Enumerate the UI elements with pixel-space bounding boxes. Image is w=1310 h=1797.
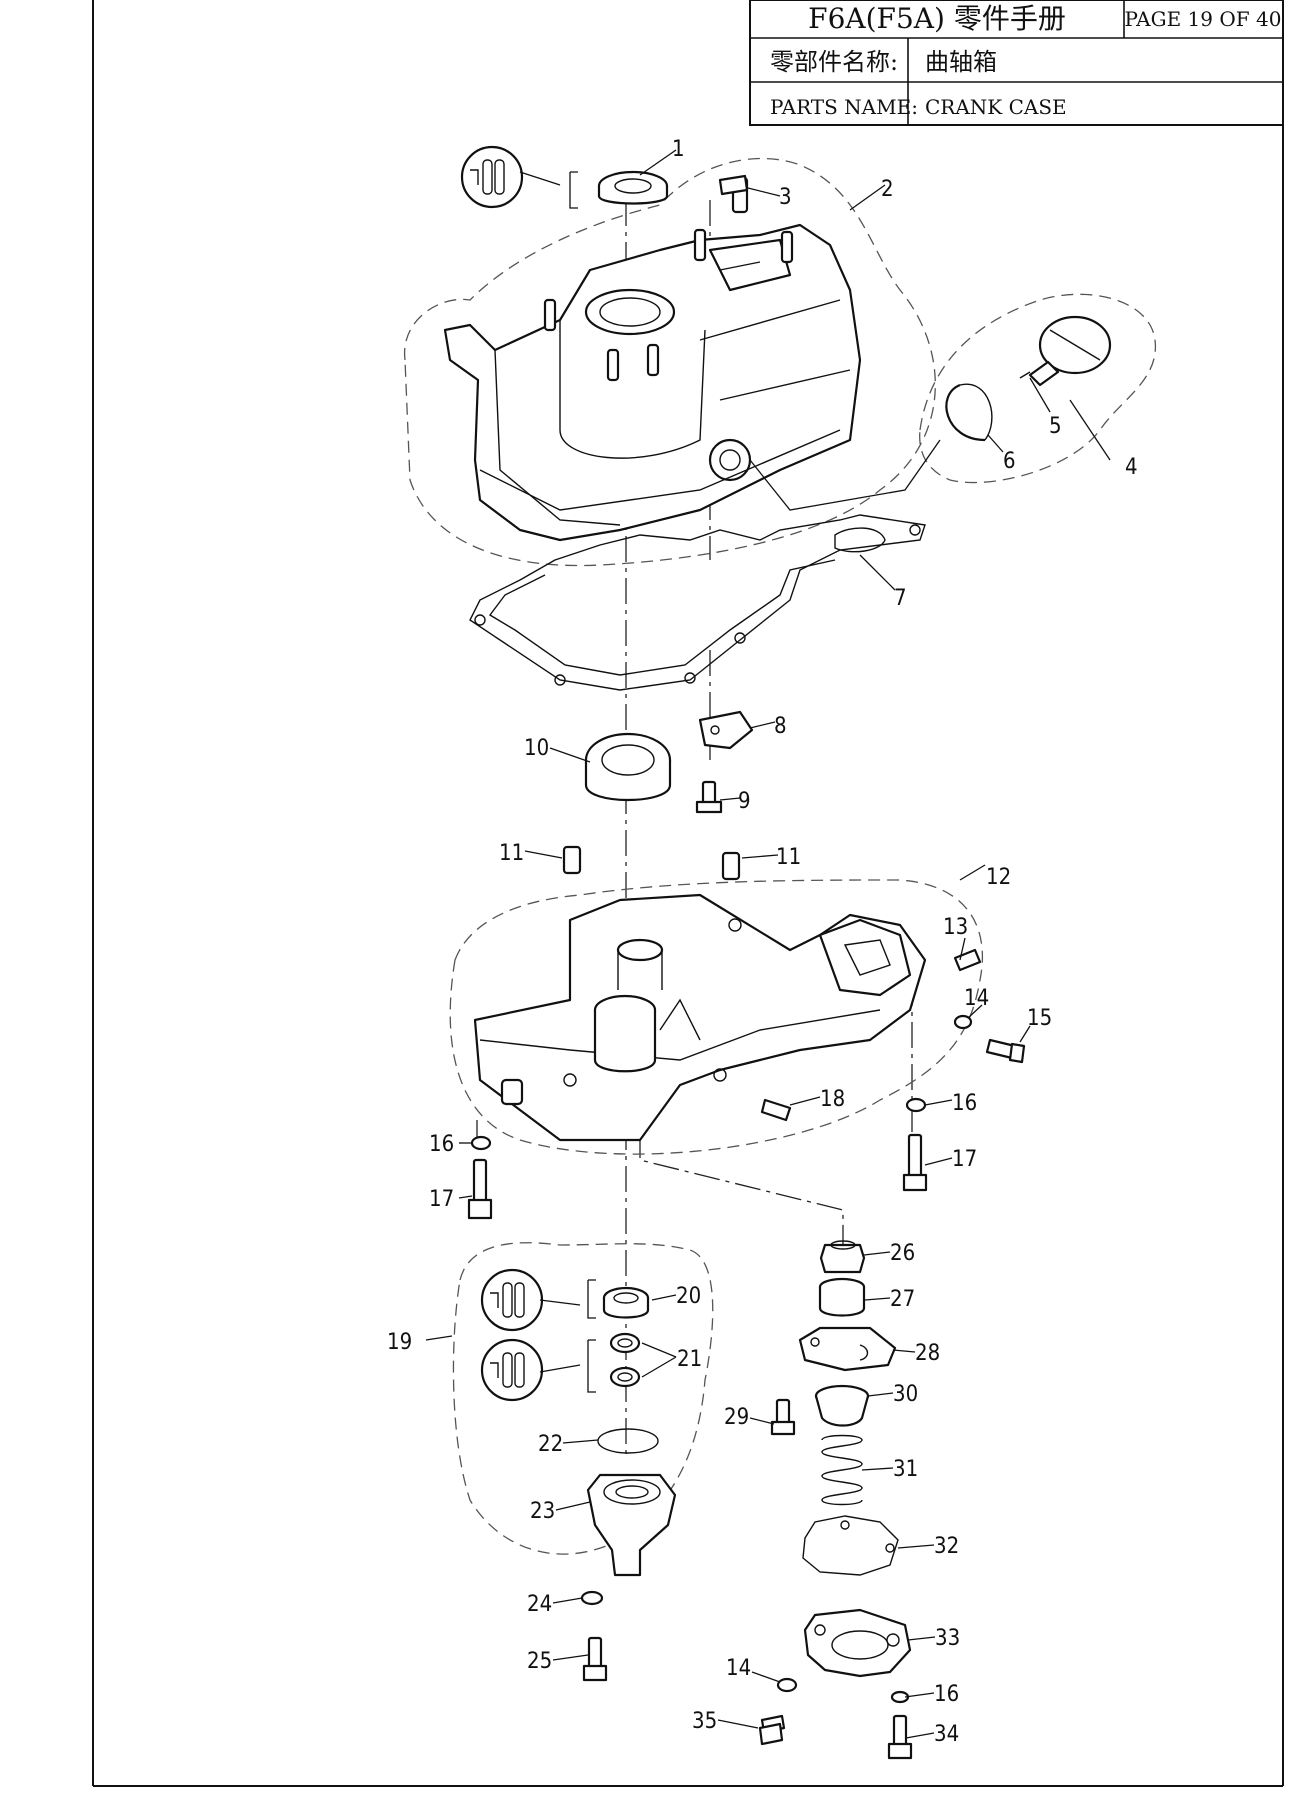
callout-8: 8 xyxy=(774,714,787,739)
callout-5: 5 xyxy=(1049,414,1062,439)
bolt-part-17-left xyxy=(467,1158,493,1220)
callout-33: 33 xyxy=(935,1626,960,1651)
bolt-part-35 xyxy=(758,1714,786,1746)
washer-part-24 xyxy=(580,1590,604,1606)
o-ring-part-6 xyxy=(945,383,993,442)
callout-19: 19 xyxy=(387,1330,412,1355)
callout-12: 12 xyxy=(986,865,1011,890)
plate-part-8 xyxy=(698,710,754,750)
callout-9: 9 xyxy=(738,789,751,814)
bolt-part-17-right xyxy=(902,1133,928,1192)
gasket-part-32 xyxy=(802,1515,899,1576)
housing-part-23 xyxy=(586,1473,677,1577)
callout-16-left: 16 xyxy=(429,1132,454,1157)
fitting-part-3 xyxy=(718,174,749,214)
seal-part-20 xyxy=(602,1286,650,1319)
callout-27: 27 xyxy=(890,1287,915,1312)
bearing-part-10 xyxy=(584,732,672,802)
assembly-outline-12 xyxy=(449,879,984,1155)
parts-name-value-cn: 曲轴箱 xyxy=(925,48,997,76)
sealant-detail-1 xyxy=(460,145,578,209)
manual-title: F6A(F5A) 零件手册 xyxy=(808,2,1066,35)
parts-name-value-en: CRANK CASE xyxy=(925,95,1067,119)
cap-part-30 xyxy=(814,1384,870,1427)
gasket-part-7 xyxy=(469,514,926,691)
spring-part-31 xyxy=(821,1434,863,1506)
washer-part-16-right xyxy=(905,1097,927,1113)
callout-23: 23 xyxy=(530,1499,555,1524)
oil-cap-part-5 xyxy=(1019,315,1112,387)
o-ring-part-22 xyxy=(597,1428,659,1454)
callout-22: 22 xyxy=(538,1432,563,1457)
callout-16-right: 16 xyxy=(952,1091,977,1116)
callout-11-right: 11 xyxy=(776,845,801,870)
dowel-pin-part-11-left xyxy=(562,845,582,875)
bolt-part-29 xyxy=(770,1398,796,1436)
callout-labels: 1 2 3 4 5 6 7 8 9 10 11 11 12 13 14 15 1… xyxy=(387,137,1138,1747)
callout-28: 28 xyxy=(915,1341,940,1366)
callout-6: 6 xyxy=(1003,449,1016,474)
callout-34: 34 xyxy=(934,1722,959,1747)
parts-name-label-cn: 零部件名称: xyxy=(770,48,898,76)
page-indicator: PAGE 19 OF 40 xyxy=(1125,7,1282,31)
title-block: F6A(F5A) 零件手册 PAGE 19 OF 40 零部件名称: 曲轴箱 P… xyxy=(749,0,1284,126)
bolt-part-15 xyxy=(985,1038,1026,1064)
callout-14-upper: 14 xyxy=(964,986,989,1011)
oil-seal-part-1 xyxy=(597,170,669,205)
callout-17-left: 17 xyxy=(429,1187,454,1212)
crankcase-part-12 xyxy=(473,893,927,1142)
fitting-part-18 xyxy=(760,1098,792,1122)
washer-part-16-left xyxy=(470,1135,492,1151)
callout-16-lower: 16 xyxy=(934,1682,959,1707)
crankcase-part-2 xyxy=(443,223,941,542)
seals-part-21 xyxy=(609,1332,677,1388)
bolt-part-34 xyxy=(887,1714,913,1760)
callout-31: 31 xyxy=(893,1457,918,1482)
callout-20: 20 xyxy=(676,1284,701,1309)
leader-lines xyxy=(425,149,1111,1739)
callout-25: 25 xyxy=(527,1649,552,1674)
callout-26: 26 xyxy=(890,1241,915,1266)
callout-29: 29 xyxy=(724,1405,749,1430)
dowel-pin-part-11-right xyxy=(721,851,741,881)
callout-15: 15 xyxy=(1027,1006,1052,1031)
plate-part-28 xyxy=(798,1326,897,1372)
callout-24: 24 xyxy=(527,1592,552,1617)
callout-18: 18 xyxy=(820,1087,845,1112)
gear-part-26 xyxy=(819,1240,866,1274)
parts-name-label-en: PARTS NAME: xyxy=(770,95,918,119)
assembly-outline-19 xyxy=(452,1242,714,1555)
pump-cover-part-33 xyxy=(803,1608,912,1678)
callout-10: 10 xyxy=(524,736,549,761)
sealant-detail-21 xyxy=(480,1338,596,1402)
callout-11-left: 11 xyxy=(499,841,524,866)
sealant-detail-20 xyxy=(480,1268,596,1332)
callout-2: 2 xyxy=(881,177,894,202)
callout-35: 35 xyxy=(692,1709,717,1734)
callout-30: 30 xyxy=(893,1382,918,1407)
callout-1: 1 xyxy=(672,137,685,162)
callout-14-lower: 14 xyxy=(726,1656,751,1681)
pin-part-13 xyxy=(953,948,982,972)
washer-part-14-upper xyxy=(953,1014,973,1030)
center-line-oil-pump xyxy=(639,1090,844,1250)
assembly-outline-4 xyxy=(919,293,1156,484)
callout-7: 7 xyxy=(894,586,907,611)
callout-13: 13 xyxy=(943,915,968,940)
callout-17-right: 17 xyxy=(952,1147,977,1172)
callout-4: 4 xyxy=(1125,455,1138,480)
callout-32: 32 xyxy=(934,1534,959,1559)
callout-21: 21 xyxy=(677,1347,702,1372)
bolt-part-9 xyxy=(695,780,723,814)
callout-3: 3 xyxy=(779,185,792,210)
washer-part-14-lower xyxy=(776,1677,798,1693)
bolt-part-25 xyxy=(582,1636,608,1682)
rotor-part-27 xyxy=(818,1277,866,1317)
